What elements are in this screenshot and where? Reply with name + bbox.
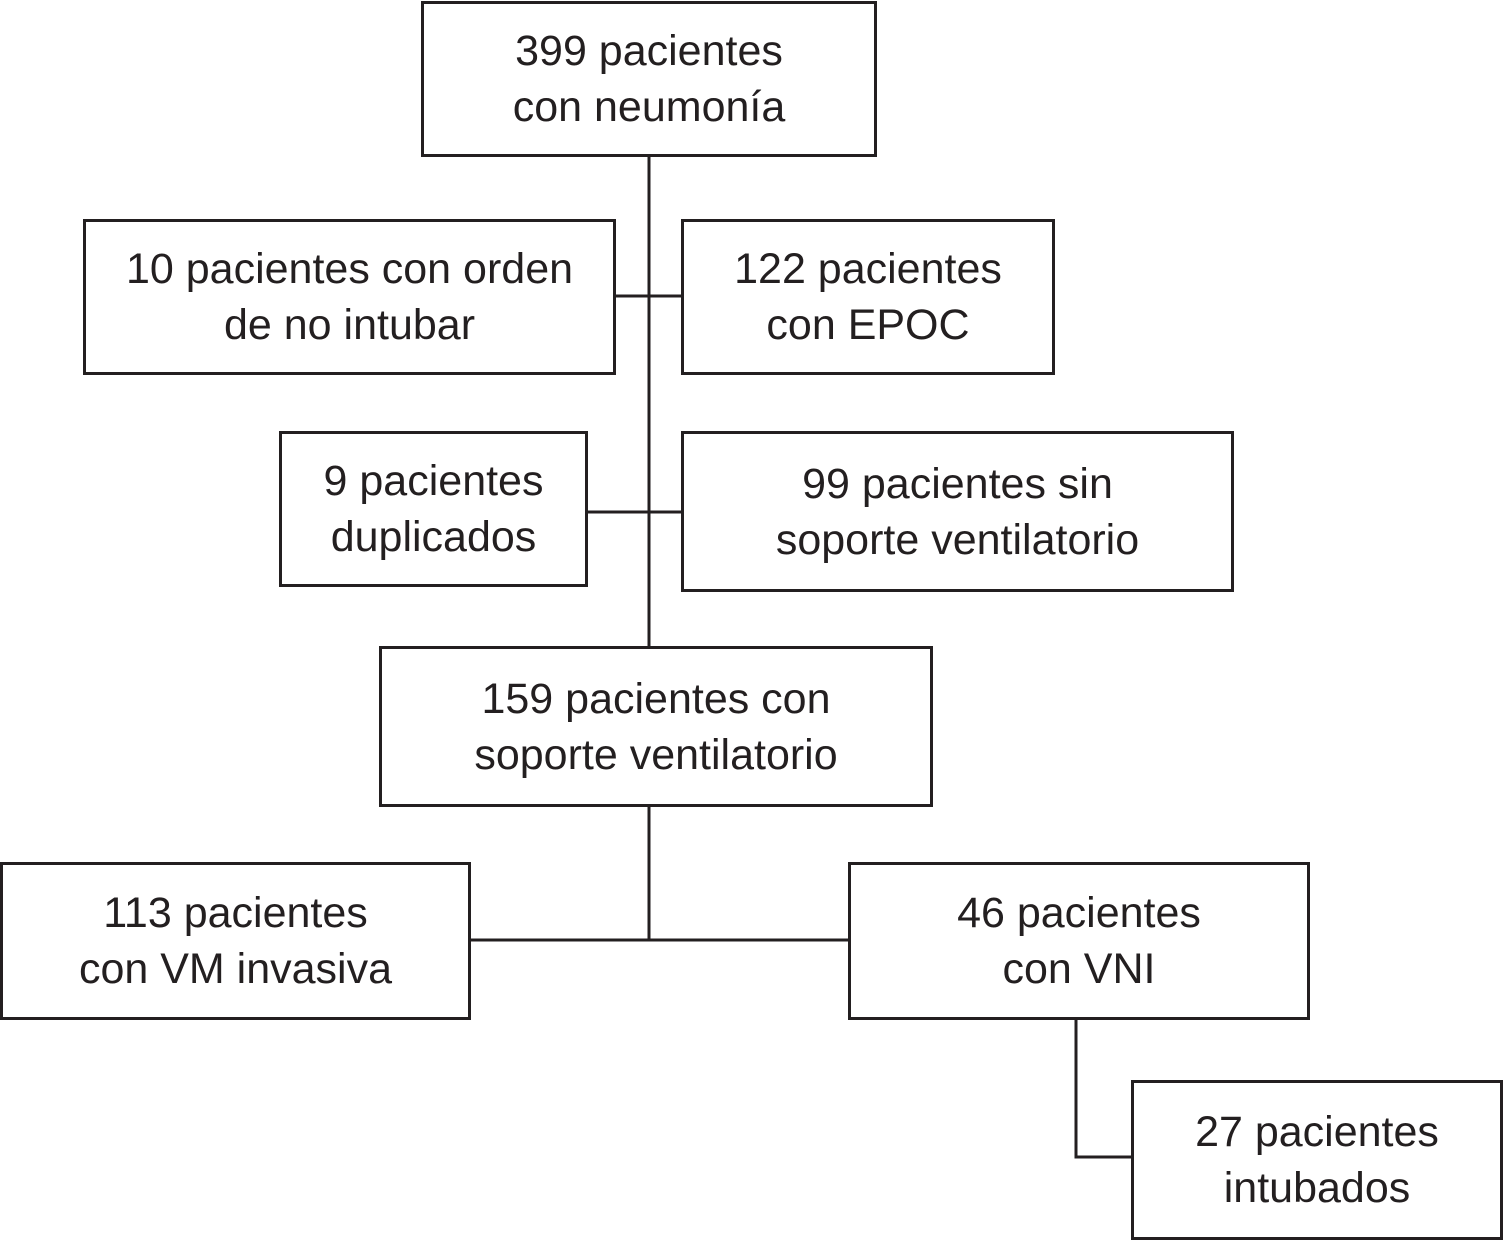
node-total-line1: 399 pacientes <box>515 27 783 75</box>
node-intubados: 27 pacientes intubados <box>1131 1080 1503 1240</box>
node-con-soporte-line2: soporte ventilatorio <box>474 730 838 779</box>
node-sin-soporte-line1: 99 pacientes sin <box>802 459 1113 508</box>
node-con-soporte: 159 pacientes con soporte ventilatorio <box>379 646 933 807</box>
node-vni-line2: con VNI <box>1002 945 1156 993</box>
node-intubados-line2: intubados <box>1223 1164 1411 1212</box>
node-total-line2: con neumonía <box>512 83 786 131</box>
node-epoc-line2: con EPOC <box>766 301 970 349</box>
vni-to-intubados-line <box>1074 1018 1133 1159</box>
node-duplicados: 9 pacientes duplicados <box>279 431 588 587</box>
node-sin-soporte-line2: soporte ventilatorio <box>775 515 1140 564</box>
node-vni: 46 pacientes con VNI <box>848 862 1310 1020</box>
node-vm-invasiva: 113 pacientes con VM invasiva <box>0 862 471 1020</box>
node-no-intubar: 10 pacientes con orden de no intubar <box>83 219 616 375</box>
node-vm-invasiva-line1: 113 pacientes <box>103 889 368 937</box>
node-sin-soporte: 99 pacientes sin soporte ventilatorio <box>681 431 1234 592</box>
node-vm-invasiva-line2: con VM invasiva <box>78 945 393 993</box>
node-duplicados-line2: duplicados <box>330 513 537 561</box>
node-epoc-line1: 122 pacientes <box>734 245 1002 293</box>
node-con-soporte-line1: 159 pacientes con <box>481 674 831 723</box>
node-intubados-line1: 27 pacientes <box>1195 1108 1439 1156</box>
node-total: 399 pacientes con neumonía <box>421 1 877 157</box>
node-no-intubar-line2: de no intubar <box>223 301 476 349</box>
node-epoc: 122 pacientes con EPOC <box>681 219 1055 375</box>
node-duplicados-line1: 9 pacientes <box>323 457 544 505</box>
node-no-intubar-line1: 10 pacientes con orden <box>125 245 574 293</box>
node-vni-line1: 46 pacientes <box>957 889 1201 937</box>
